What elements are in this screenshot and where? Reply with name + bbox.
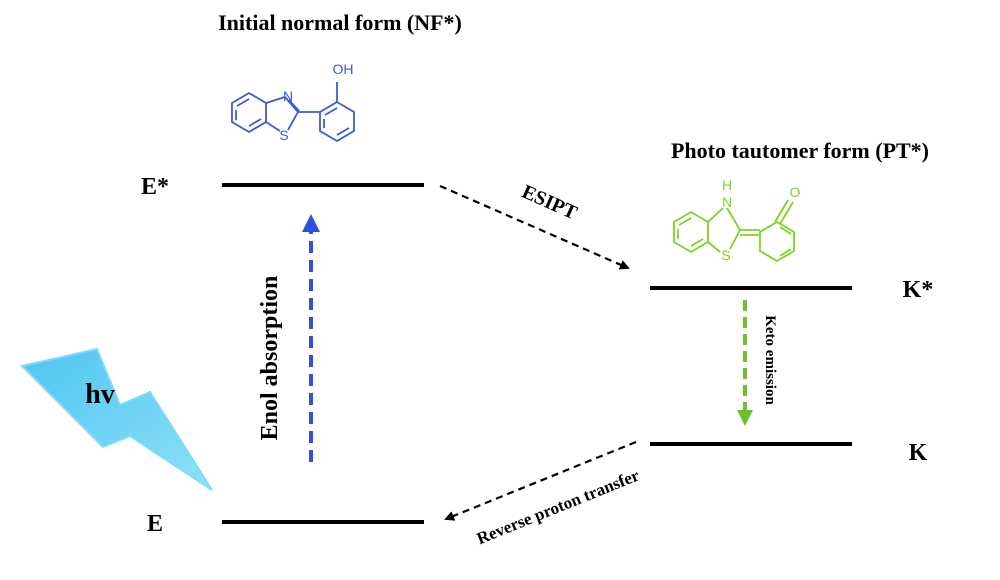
light-label: hv <box>85 379 115 410</box>
nf-molecule <box>231 82 355 143</box>
nf-group-oh: OH <box>333 61 354 77</box>
absorption-arrowhead <box>302 214 320 232</box>
tautomer-form-title: Photo tautomer form (PT*) <box>671 138 929 163</box>
reverse-label: Reverse proton transfer <box>474 465 642 548</box>
absorption-label: Enol absorption <box>257 276 283 441</box>
emission-label: Keto emission <box>762 315 778 405</box>
pt-molecule <box>673 199 795 263</box>
k-label: K <box>909 440 928 466</box>
e-label: E <box>147 511 163 537</box>
emission-arrowhead <box>737 410 753 426</box>
normal-form-title: Initial normal form (NF*) <box>218 10 462 35</box>
pt-atom-h: H <box>722 177 732 193</box>
lightning-icon <box>20 347 213 491</box>
esipt-label: ESIPT <box>519 181 581 225</box>
pt-atom-s: S <box>721 247 730 263</box>
k-star-label: K* <box>903 277 934 303</box>
pt-atom-o: O <box>790 184 801 200</box>
pt-atom-n: N <box>722 194 732 210</box>
nf-atom-n: N <box>283 88 293 104</box>
reverse-arrow <box>444 440 637 521</box>
e-star-label: E* <box>141 174 169 200</box>
nf-atom-s: S <box>279 127 288 143</box>
esipt-arrow <box>439 184 630 270</box>
